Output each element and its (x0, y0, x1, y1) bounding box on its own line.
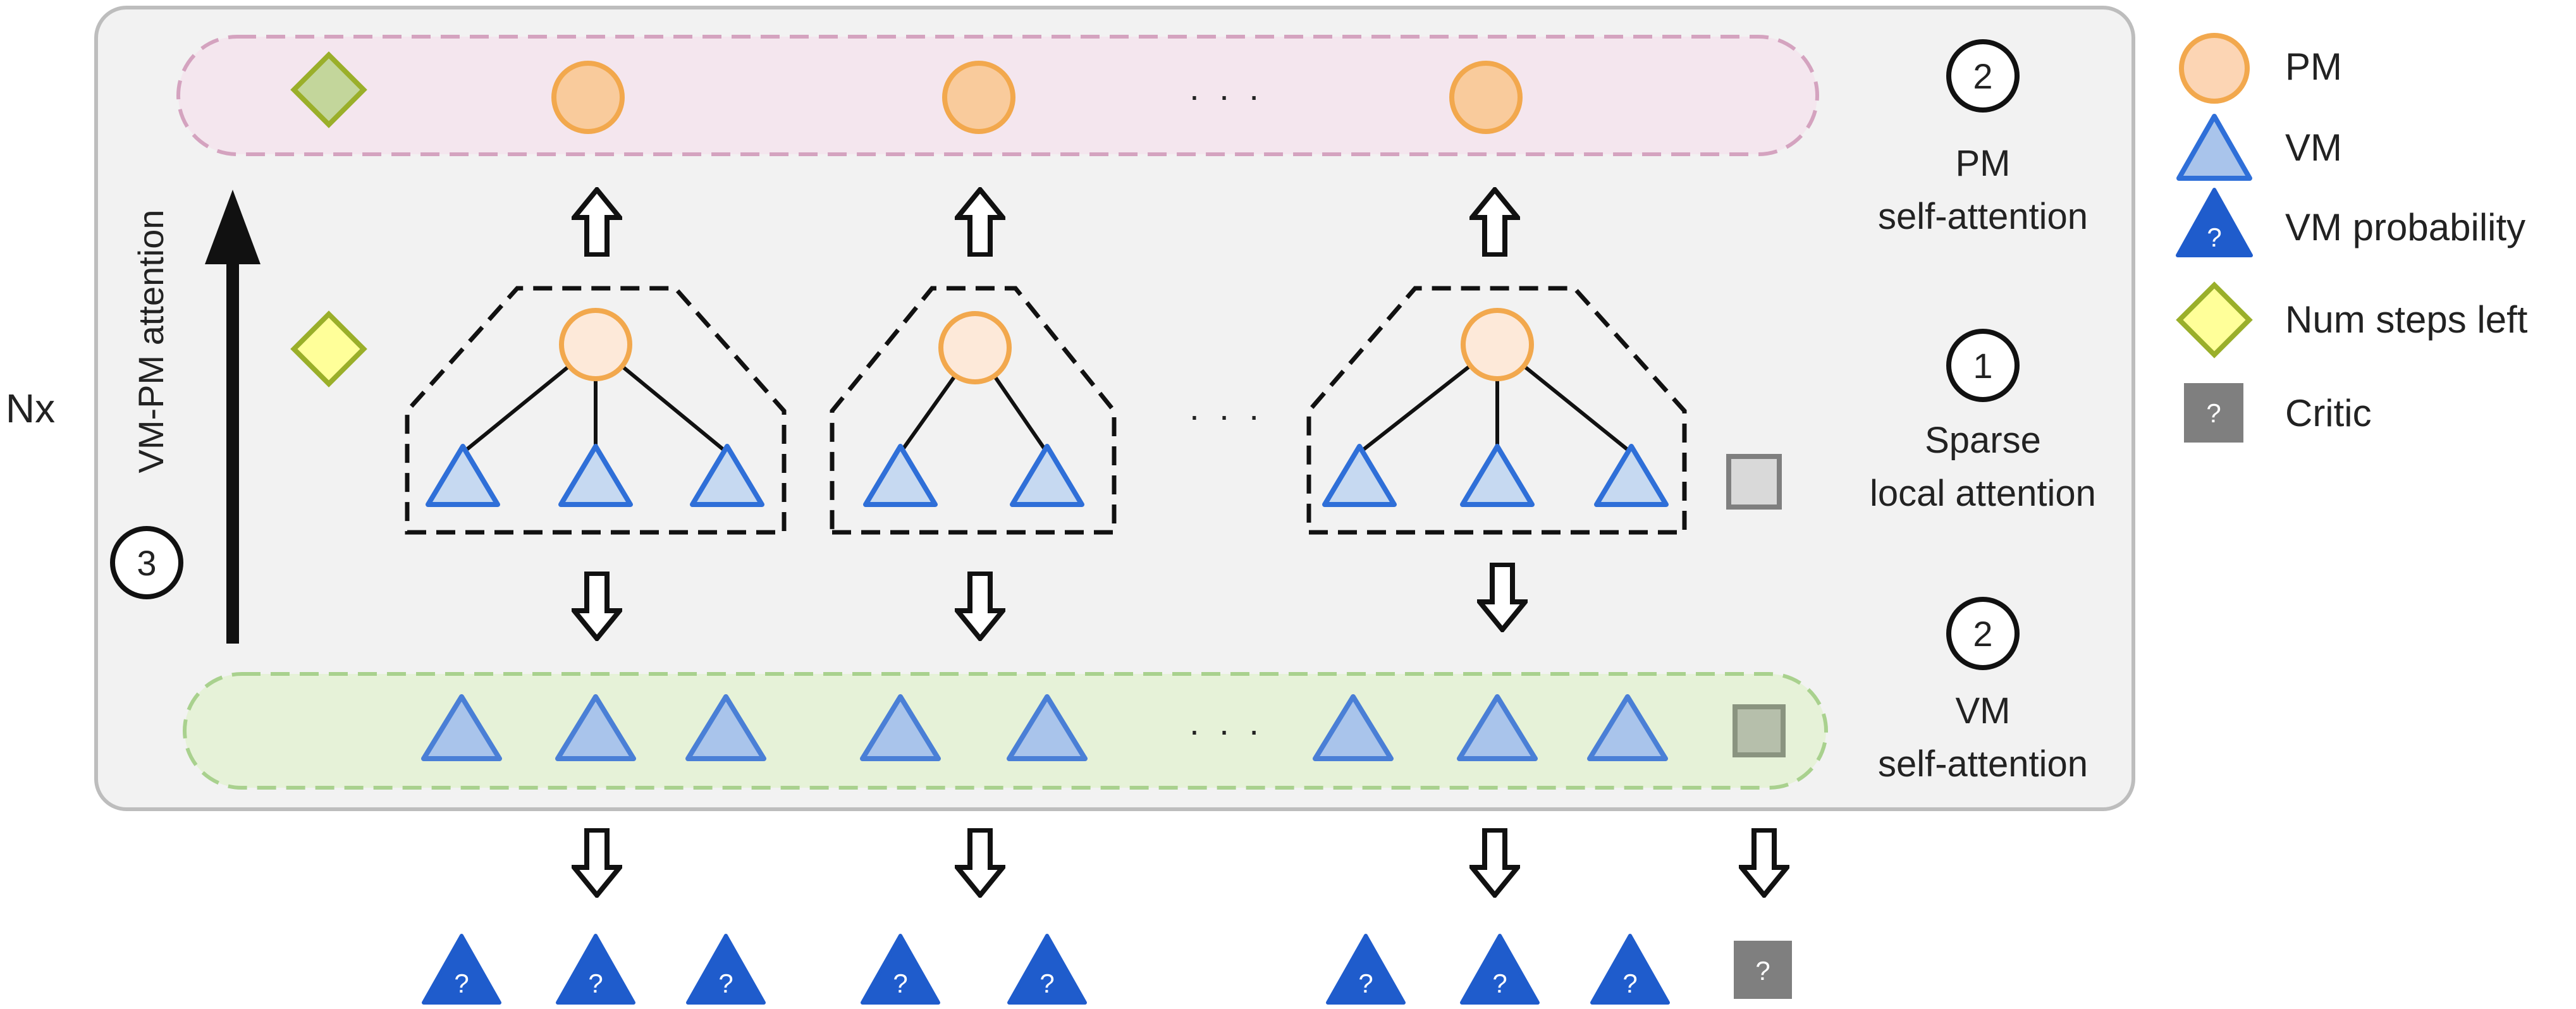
local-vm-node (558, 444, 633, 507)
step-vm-self-attention: 2 VM self-attention (1878, 597, 2088, 785)
local-attention-group-1 (405, 286, 787, 535)
step-pm-self-attention: 2 PM self-attention (1878, 39, 2088, 237)
pm-node-3 (1449, 61, 1523, 134)
svg-text:?: ? (588, 969, 603, 998)
local-vm-node (1010, 444, 1084, 507)
legend-label: VM probability (2285, 206, 2525, 248)
repeat-label: Nx (6, 386, 55, 431)
diamond-icon (2176, 281, 2253, 358)
local-vm-node (1594, 444, 1669, 507)
vm-icon (2176, 114, 2252, 181)
critic-square-band (1733, 704, 1786, 757)
legend-item-num-steps-left: Num steps left (2176, 281, 2528, 358)
svg-text:?: ? (1040, 969, 1054, 998)
vm-node (1587, 694, 1668, 761)
local-vm-node (1322, 444, 1397, 507)
step-number: 1 (1973, 346, 1992, 386)
svg-text:?: ? (1492, 969, 1507, 998)
step-label-line-1: VM (1956, 690, 2011, 731)
vm-node (685, 694, 766, 761)
local-vm-node (863, 444, 938, 507)
step-3-number: 3 (137, 543, 156, 583)
local-attention-group-2 (830, 286, 1117, 535)
local-vm-node (1460, 444, 1535, 507)
legend-label: VM (2285, 126, 2342, 169)
output-vm-probability: ? (1460, 934, 1540, 1005)
step-label-line-1: PM (1956, 143, 2011, 184)
local-vm-node (690, 444, 764, 507)
vm-pm-attention-arrowhead (205, 190, 261, 264)
critic-icon (2184, 383, 2243, 443)
step-number: 2 (1973, 614, 1992, 654)
step-label-line-2: local attention (1870, 473, 2096, 514)
output-critic: ? (1734, 941, 1792, 999)
legend-item-vm-probability: ? VM probability (2176, 188, 2525, 257)
vm-node (421, 694, 502, 761)
output-vm-probability: ? (422, 934, 501, 1005)
local-vm-node (426, 444, 500, 507)
critic-square-middle (1726, 454, 1782, 510)
output-vm-probability: ? (1590, 934, 1670, 1005)
legend-item-vm: VM (2176, 114, 2342, 181)
step-sparse-local-attention: 1 Sparse local attention (1870, 329, 2096, 514)
step-label-line-2: self-attention (1878, 743, 2088, 785)
legend-item-critic: ? Critic (2184, 383, 2372, 443)
local-attention-group-3 (1306, 286, 1687, 535)
svg-text:?: ? (1622, 969, 1637, 998)
legend-label: Num steps left (2285, 298, 2528, 341)
local-pm-node (559, 308, 632, 381)
local-ellipsis: . . . (1189, 388, 1264, 427)
svg-text:?: ? (718, 969, 733, 998)
pm-ellipsis: . . . (1189, 68, 1264, 107)
output-arrow-1 (574, 830, 620, 895)
legend-item-pm: PM (2179, 33, 2342, 104)
vm-node (1007, 694, 1088, 761)
vm-node (1313, 694, 1394, 761)
vm-node (1457, 694, 1538, 761)
legend-label: Critic (2285, 392, 2372, 434)
output-vm-probability: ? (686, 934, 766, 1005)
vm-self-attention-band (183, 672, 1828, 790)
pm-node-2 (942, 61, 1015, 134)
step-3-badge (110, 526, 183, 599)
step-number: 2 (1973, 56, 1992, 96)
step-label-line-2: self-attention (1878, 196, 2088, 237)
local-pm-node (938, 311, 1012, 384)
output-arrow-4 (1741, 830, 1787, 895)
vm-ellipsis: . . . (1189, 702, 1264, 742)
svg-text:?: ? (1755, 956, 1770, 986)
svg-text:?: ? (2207, 223, 2221, 252)
step-label-line-1: Sparse (1925, 420, 2041, 461)
vm-node (860, 694, 941, 761)
steps-left-diamond-middle (290, 310, 367, 388)
output-arrow-2 (957, 830, 1003, 895)
svg-text:?: ? (454, 969, 469, 998)
vm-band-nodes (421, 694, 1668, 761)
legend: PM VM ? VM probability Num steps left ? … (2176, 33, 2528, 443)
output-vm-probability: ? (556, 934, 635, 1005)
vm-node (555, 694, 636, 761)
output-arrow-3 (1472, 830, 1518, 895)
vm-probability-icon (2176, 188, 2253, 257)
pm-node-1 (551, 61, 625, 134)
output-vm-probability: ? (861, 934, 940, 1005)
legend-label: PM (2285, 46, 2342, 88)
svg-text:?: ? (2206, 398, 2221, 428)
output-vm-probability: ? (1326, 934, 1406, 1005)
svg-text:?: ? (1358, 969, 1373, 998)
output-vm-probability: ? (1007, 934, 1087, 1005)
svg-text:?: ? (893, 969, 907, 998)
vm-pm-attention-label: VM-PM attention (131, 209, 171, 473)
steps-left-diamond-top (290, 51, 367, 128)
pm-icon (2179, 33, 2250, 104)
local-pm-node (1461, 308, 1534, 381)
